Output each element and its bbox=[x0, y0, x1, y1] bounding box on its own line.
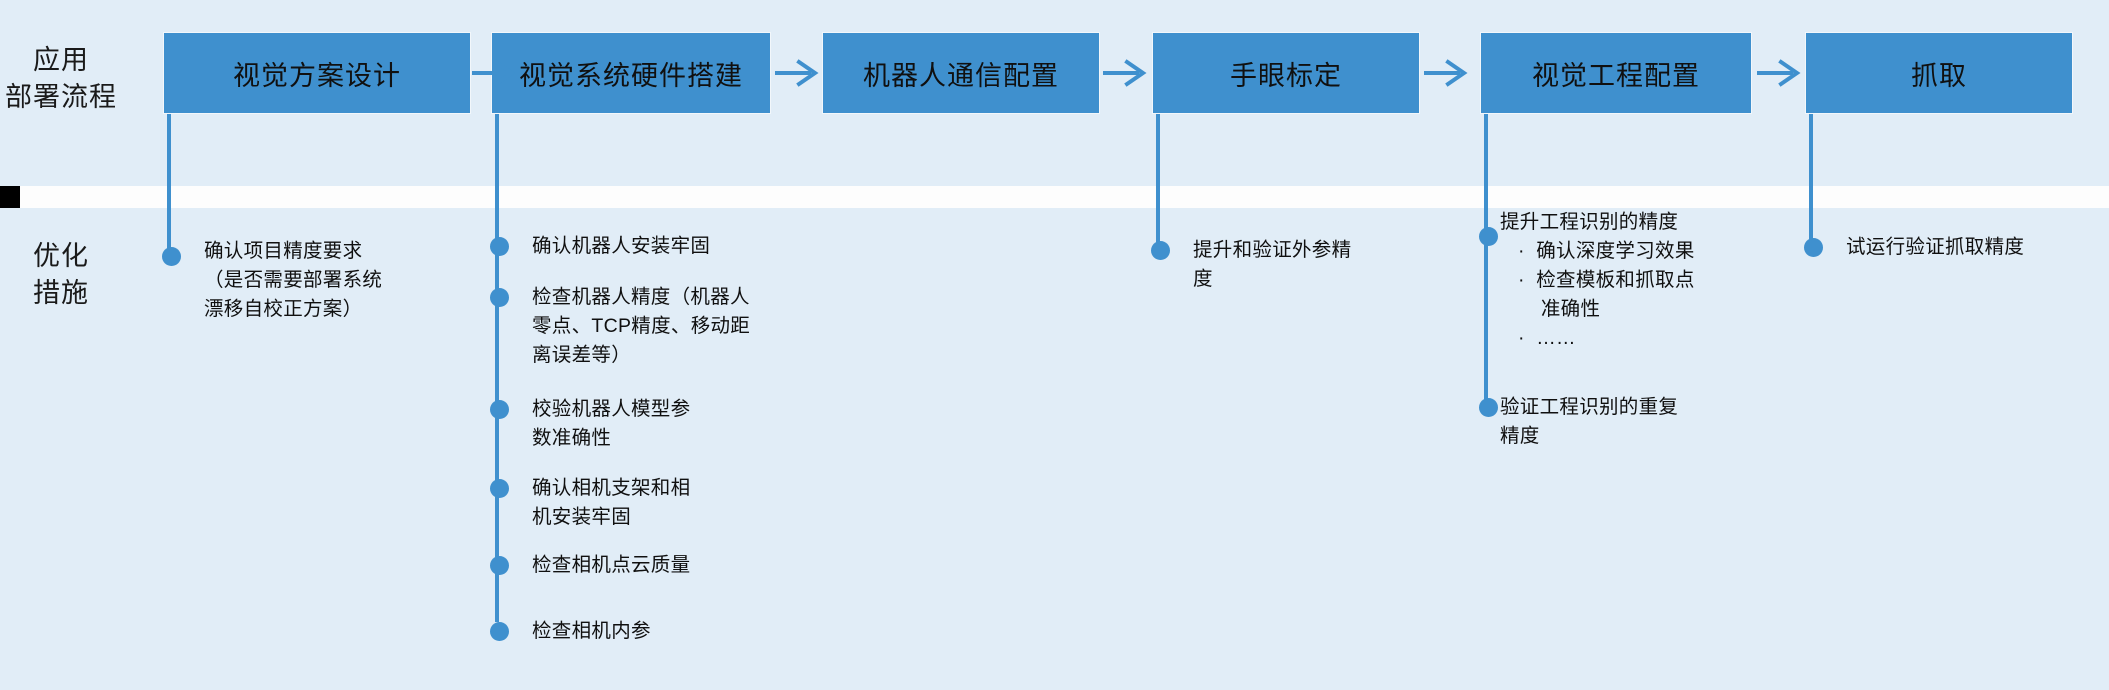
bullet-dot-c6-1 bbox=[1803, 238, 1823, 257]
measure-line: 漂移自校正方案） bbox=[204, 298, 363, 320]
measure-text-c6-1: 试运行验证抓取精度 bbox=[1846, 233, 2024, 262]
measure-line: 检查相机内参 bbox=[532, 620, 651, 642]
measure-text-c4-1: 提升和验证外参精 度 bbox=[1193, 236, 1351, 294]
bullet-dot-c2-1 bbox=[489, 237, 509, 256]
measure-line: （是否需要部署系统 bbox=[204, 269, 383, 291]
measure-text-c2-1: 确认机器人安装牢固 bbox=[532, 232, 710, 261]
bullet-dot-c2-4 bbox=[489, 479, 509, 498]
measure-subline: 准确性 bbox=[1518, 298, 1601, 320]
measure-line: 校验机器人模型参 bbox=[532, 398, 691, 420]
measure-text-c2-2: 检查机器人精度（机器人 零点、TCP精度、移动距 离误差等） bbox=[532, 283, 750, 370]
measure-line: 验证工程识别的重复 bbox=[1500, 396, 1679, 418]
arrow-icon-1 bbox=[472, 58, 516, 88]
connector-stem-1 bbox=[167, 114, 171, 258]
arrow-icon-3 bbox=[1103, 58, 1147, 88]
measure-text-c2-6: 检查相机内参 bbox=[532, 617, 651, 646]
process-step-6[interactable]: 抓取 bbox=[1805, 32, 2073, 114]
measure-text-c2-4: 确认相机支架和相 机安装牢固 bbox=[532, 474, 690, 532]
measure-text-c1-1: 确认项目精度要求 （是否需要部署系统 漂移自校正方案） bbox=[204, 237, 382, 324]
measure-line: 零点、TCP精度、移动距 bbox=[532, 315, 751, 337]
bullet-dot-c2-3 bbox=[489, 400, 509, 419]
connector-stem-4 bbox=[1156, 114, 1160, 250]
process-step-2[interactable]: 视觉系统硬件搭建 bbox=[491, 32, 771, 114]
bullet-dot-c5-2 bbox=[1478, 398, 1498, 417]
measure-line: 数准确性 bbox=[532, 427, 612, 449]
measure-text-c2-3: 校验机器人模型参 数准确性 bbox=[532, 395, 690, 453]
arrow-icon-4 bbox=[1424, 58, 1468, 88]
bullet-dot-c2-2 bbox=[489, 288, 509, 307]
bullet-dot-c5-1 bbox=[1478, 227, 1498, 246]
measure-subline: · 确认深度学习效果 bbox=[1518, 240, 1695, 262]
connector-stem-2 bbox=[495, 114, 499, 622]
section-divider-band bbox=[0, 186, 2109, 208]
measure-subline: · 检查模板和抓取点 bbox=[1518, 269, 1695, 291]
measure-line: 提升工程识别的精度 bbox=[1500, 211, 1679, 233]
measure-subline: · …… bbox=[1518, 327, 1576, 349]
row-label-measures-line2: 措施 bbox=[33, 278, 89, 308]
measure-line: 提升和验证外参精 bbox=[1193, 239, 1352, 261]
measure-line: 度 bbox=[1193, 268, 1213, 290]
measure-line: 机安装牢固 bbox=[532, 506, 632, 528]
measure-text-c2-5: 检查相机点云质量 bbox=[532, 551, 690, 580]
measure-text-c5-2: 验证工程识别的重复 精度 bbox=[1500, 393, 1678, 451]
connector-stem-5 bbox=[1484, 114, 1488, 406]
row-label-measures-line1: 优化 bbox=[33, 241, 89, 271]
measure-line: 确认相机支架和相 bbox=[532, 477, 691, 499]
measure-line: 检查机器人精度（机器人 bbox=[532, 286, 750, 308]
bullet-dot-c1-1 bbox=[161, 247, 181, 266]
process-step-4[interactable]: 手眼标定 bbox=[1152, 32, 1420, 114]
row-label-process-line1: 应用 bbox=[33, 45, 89, 75]
row-label-measures: 优化 措施 bbox=[2, 238, 120, 312]
row-label-process-line2: 部署流程 bbox=[5, 82, 117, 112]
row-label-process: 应用 部署流程 bbox=[2, 42, 120, 116]
arrow-icon-2 bbox=[775, 58, 819, 88]
process-step-5[interactable]: 视觉工程配置 bbox=[1480, 32, 1752, 114]
measure-line: 确认机器人安装牢固 bbox=[532, 235, 711, 257]
process-step-3[interactable]: 机器人通信配置 bbox=[822, 32, 1100, 114]
measure-line: 试运行验证抓取精度 bbox=[1846, 236, 2025, 258]
measure-line: 检查相机点云质量 bbox=[532, 554, 691, 576]
process-step-1[interactable]: 视觉方案设计 bbox=[163, 32, 471, 114]
measure-line: 离误差等） bbox=[532, 344, 632, 366]
measure-line: 确认项目精度要求 bbox=[204, 240, 363, 262]
bullet-dot-c4-1 bbox=[1150, 241, 1170, 260]
measure-line: 精度 bbox=[1500, 425, 1540, 447]
bullet-dot-c2-5 bbox=[489, 556, 509, 575]
section-divider-marker bbox=[0, 186, 20, 208]
measure-text-c5-1: 提升工程识别的精度 · 确认深度学习效果 · 检查模板和抓取点 准确性 · …… bbox=[1500, 208, 1695, 353]
arrow-icon-5 bbox=[1757, 58, 1801, 88]
bullet-dot-c2-6 bbox=[489, 622, 509, 641]
connector-stem-6 bbox=[1809, 114, 1813, 246]
